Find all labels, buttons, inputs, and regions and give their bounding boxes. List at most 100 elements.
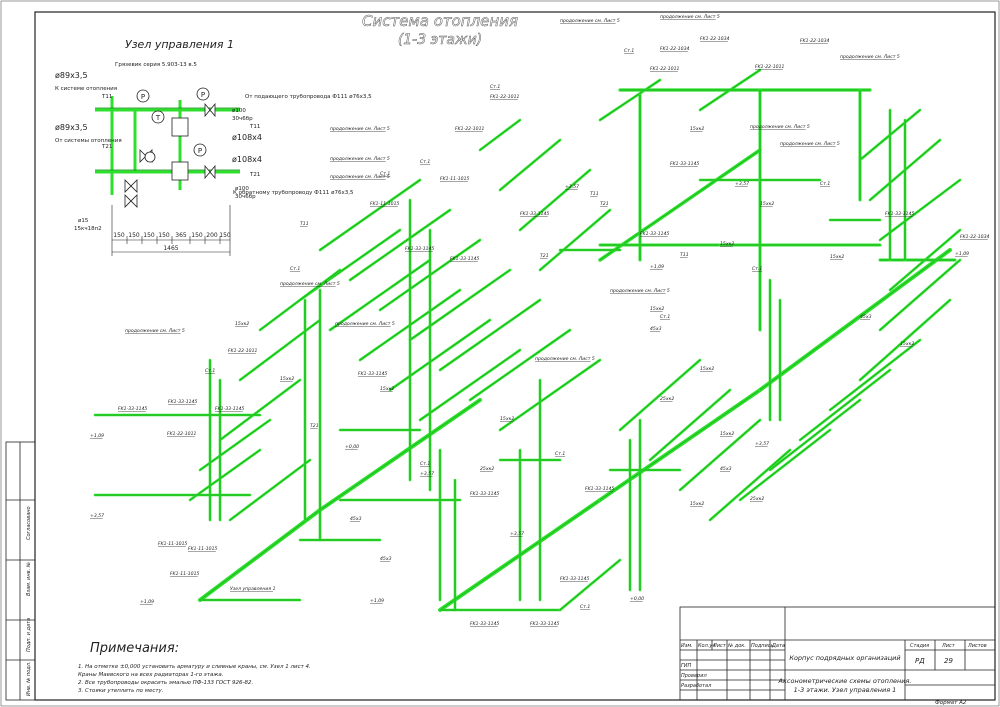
pipe-centerline (799, 369, 891, 441)
note-line: Краны Маевского на всех радиаторах 1-го … (78, 672, 224, 678)
pipe-label: продолжение см. Лист 5 (335, 321, 395, 327)
svg-text:365: 365 (175, 232, 187, 239)
side-label-2: Подп. и дата (26, 618, 32, 652)
d15: ø15 (78, 218, 89, 224)
pipe-label: FK1-33-1145 (168, 399, 198, 405)
pipe-label: Ст.1 (380, 171, 390, 177)
pipe-label: FK1-33-1145 (470, 491, 500, 497)
pipe-label: +1,09 (650, 264, 664, 270)
pipe-label: FK1-33-1145 (640, 231, 670, 237)
pipe-label: продолжение см. Лист 5 (535, 356, 595, 362)
pipe-label: +3,57 (420, 471, 434, 477)
pipe-centerline (199, 509, 321, 601)
svg-text:Кол.уч: Кол.уч (698, 643, 715, 649)
node-pipes (95, 96, 240, 195)
pipe-label: 45х3 (860, 314, 872, 320)
sheet-number: 29 (944, 657, 953, 665)
pipe-label: 45х3 (380, 556, 392, 562)
pipe-label: Ст.1 (660, 314, 670, 320)
pipe-label: 15хк2 (235, 321, 249, 327)
svg-text:Т11: Т11 (101, 94, 112, 100)
pipe-centerline (769, 399, 861, 471)
pipe-centerline (419, 349, 521, 421)
pipe-label: FK1-22-1011 (455, 126, 485, 132)
format-label: Формат А2 (935, 700, 967, 706)
svg-text:Т11: Т11 (249, 124, 260, 130)
d100b: ø100 (235, 186, 249, 192)
pipe-label: FK1-33-1145 (585, 486, 615, 492)
pipe-label: FK1-33-1145 (405, 246, 435, 252)
pipe-label: 15хк2 (720, 241, 734, 247)
pipe-label: Т11 (590, 191, 599, 197)
pipe-label: Ст.1 (555, 451, 565, 457)
pipe-label: 15хк2 (690, 126, 704, 132)
pipe-centerline (469, 329, 571, 401)
title-line-2: (1-3 этажи) (398, 32, 482, 48)
pipe-label: +0,00 (345, 444, 359, 450)
pipe-centerline (219, 379, 301, 441)
pipe-label: +1,09 (140, 599, 154, 605)
svg-text:150: 150 (143, 232, 155, 239)
pipe-label: FK1-22-1034 (960, 234, 990, 240)
pipe-label: FK1-22-1011 (167, 431, 197, 437)
pipe-label: FK1-11-1015 (170, 571, 200, 577)
pipe-label: FK1-33-1145 (358, 371, 388, 377)
pipe-label: продолжение см. Лист 5 (610, 288, 670, 294)
pipe-label: FK1-22-1011 (490, 94, 520, 100)
pipe-label: 25хк2 (660, 396, 674, 402)
pipe-centerline (349, 209, 451, 281)
pressure-gauge-icon (196, 87, 210, 101)
pipe-label-bottom: ø89х3,5 (55, 123, 88, 132)
svg-text:Листов: Листов (967, 643, 987, 649)
pipe-centerline (439, 299, 541, 371)
svg-text:150: 150 (158, 232, 170, 239)
pipe-centerline (619, 359, 701, 431)
svg-text:Разработал: Разработал (681, 683, 712, 689)
pipe-label: FK1-11-1015 (158, 541, 188, 547)
pipe-label: продолжение см. Лист 5 (780, 141, 840, 147)
svg-text:200: 200 (206, 232, 218, 239)
pipe-108a: ø108х4 (232, 133, 262, 142)
side-strip (5, 441, 36, 701)
svg-text:Т21: Т21 (249, 172, 260, 178)
pipe-label: FK1-33-1145 (560, 576, 590, 582)
svg-text:Лист: Лист (712, 643, 727, 649)
pipe-label: +3,57 (735, 181, 749, 187)
svg-text:ГИП: ГИП (681, 663, 692, 669)
pipe-centerline (879, 179, 961, 241)
pipe-centerline (239, 319, 321, 381)
pipe-label: FK1-11-1015 (370, 201, 400, 207)
pipe-label: 15хк2 (500, 416, 514, 422)
note-line: 1. На отметке ±0,000 установить арматуру… (78, 664, 311, 670)
project-name: Корпус подрядных организаций (789, 654, 900, 662)
side-label-3: Инв. № подл. (26, 662, 32, 697)
side-label-0: Согласовано (26, 506, 32, 540)
pipe-centerline (499, 359, 601, 431)
pipe-label: Ст.1 (624, 48, 634, 54)
pipe-label: Ст.1 (580, 604, 590, 610)
pipe-label: FK1-22-1011 (755, 64, 785, 70)
pipe-label: Т21 (310, 423, 319, 429)
pipe-label: FK1-22-1011 (228, 348, 258, 354)
svg-text:150: 150 (128, 232, 140, 239)
d15-sub: 15кч18п2 (74, 226, 102, 232)
pipe-label: Ст.1 (420, 159, 430, 165)
pipe-centerline (319, 179, 421, 251)
pipe-label: 15хк2 (760, 201, 774, 207)
sheet-title-2: 1-3 этажи. Узел управления 1 (794, 686, 897, 694)
return-label: К обратному трубопроводу Ф111 ø76х3,5 (233, 190, 354, 196)
pipe-label: Ст.1 (752, 266, 762, 272)
pipe-centerline (199, 419, 271, 471)
pipe-label: +3,57 (565, 184, 579, 190)
d100a-sub: 30ч6бр (232, 116, 253, 122)
pipe-label: Т11 (300, 221, 309, 227)
d100a: ø100 (232, 108, 246, 114)
svg-text:№ док.: № док. (727, 643, 746, 649)
svg-text:P: P (198, 147, 202, 155)
pipe-centerline (859, 299, 951, 381)
svg-text:Дата: Дата (771, 643, 785, 649)
pipe-label: +3,57 (510, 531, 524, 537)
pipe-label: Узел управления 1 (230, 586, 276, 592)
pipe-centerline (479, 119, 521, 151)
